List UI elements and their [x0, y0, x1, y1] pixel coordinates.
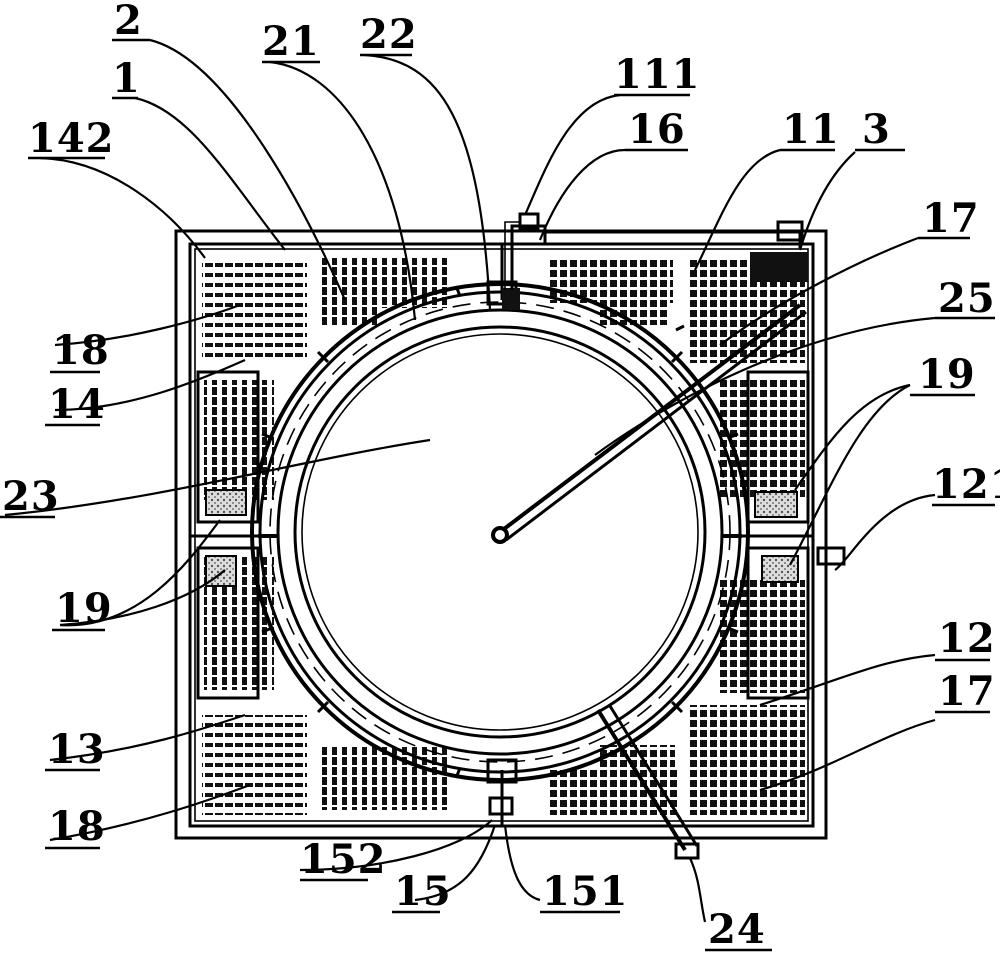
label-13: 13 [48, 726, 106, 773]
top-pipework [504, 212, 808, 290]
connectors [258, 280, 846, 816]
label-111: 111 [614, 51, 701, 98]
label-151: 151 [542, 868, 629, 915]
label-152: 152 [300, 836, 387, 883]
label-121: 121 [932, 461, 1000, 508]
sensor-boxes [196, 370, 810, 700]
label-18-bottom: 18 [48, 803, 106, 850]
leader-lines [4, 38, 936, 923]
central-ring-assembly [250, 282, 750, 782]
label-18-top: 18 [52, 327, 110, 374]
label-underlines [0, 38, 995, 952]
grid-blocks [202, 258, 805, 815]
label-17-bottom: 17 [938, 668, 996, 715]
label-19-right: 19 [918, 351, 976, 398]
label-1: 1 [112, 55, 141, 102]
label-11: 11 [782, 106, 840, 153]
label-12: 12 [938, 615, 996, 662]
label-23: 23 [2, 473, 60, 520]
label-2: 2 [114, 0, 143, 44]
label-22: 22 [360, 11, 418, 58]
label-17-top: 17 [922, 195, 980, 242]
label-19-left: 19 [55, 585, 113, 632]
label-25: 25 [938, 275, 996, 322]
label-14: 14 [48, 381, 106, 428]
label-21: 21 [262, 18, 320, 65]
label-16: 16 [628, 106, 686, 153]
label-142: 142 [28, 115, 115, 162]
label-3: 3 [862, 106, 891, 153]
bottom-probe [596, 705, 700, 860]
label-24: 24 [708, 906, 766, 953]
label-15: 15 [394, 868, 452, 915]
outer-frame [174, 229, 828, 840]
radial-ticks [261, 285, 739, 779]
